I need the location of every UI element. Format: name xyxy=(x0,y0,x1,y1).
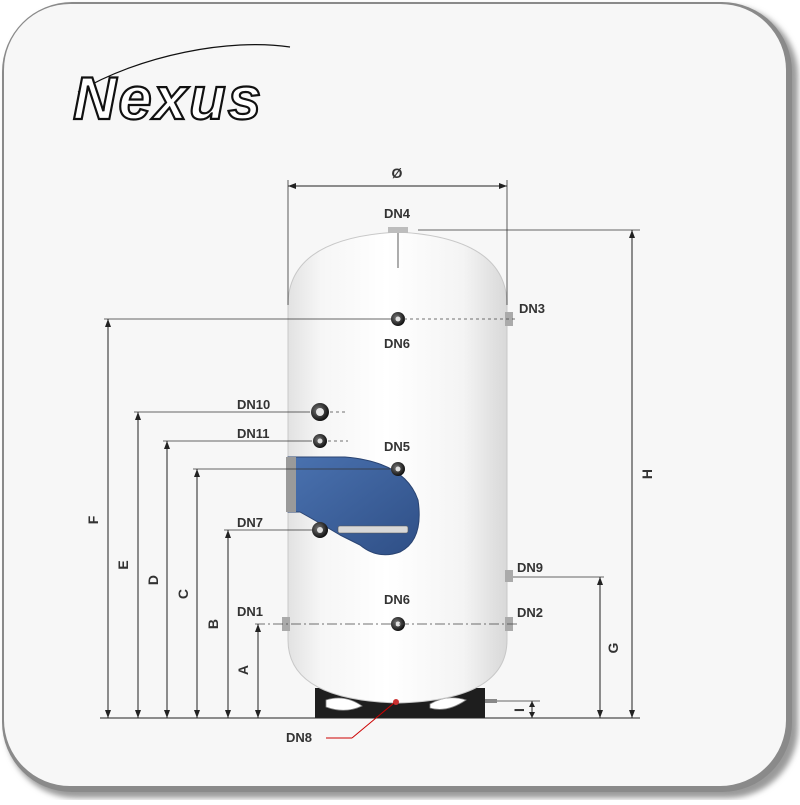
g-dimension: G xyxy=(513,576,621,718)
b-dimension: B xyxy=(205,529,312,718)
g-label: G xyxy=(605,642,621,653)
dn4-connector xyxy=(388,227,408,233)
nexus-logo: Nexus xyxy=(72,44,291,133)
dn8-leader xyxy=(351,702,395,739)
e-dimension: E xyxy=(115,411,310,718)
i-dimension: I xyxy=(497,700,540,718)
d-dimension: D xyxy=(145,440,312,718)
dn2-label: DN2 xyxy=(517,605,543,620)
dn10-label: DN10 xyxy=(237,397,270,412)
dn9-label: DN9 xyxy=(517,560,543,575)
c-label: C xyxy=(175,589,191,599)
dn6-top-label: DN6 xyxy=(384,336,410,351)
a-dimension: A xyxy=(235,624,261,718)
h-label: H xyxy=(639,469,655,479)
diameter-label: Ø xyxy=(392,165,403,181)
svg-text:Nexus: Nexus xyxy=(73,65,263,132)
dn1-label: DN1 xyxy=(237,604,263,619)
dn3-label: DN3 xyxy=(519,301,545,316)
dn8-label: DN8 xyxy=(286,730,312,745)
d-label: D xyxy=(145,575,161,585)
dn9-connector xyxy=(505,570,513,582)
i-label: I xyxy=(511,708,527,712)
b-label: B xyxy=(205,619,221,629)
dn4-label: DN4 xyxy=(384,206,411,221)
dn7-label: DN7 xyxy=(237,515,263,530)
dn11-label: DN11 xyxy=(237,426,270,441)
c-dimension: C xyxy=(175,468,390,718)
a-label: A xyxy=(235,665,251,675)
dn6-bottom-label: DN6 xyxy=(384,592,410,607)
h-dimension: H xyxy=(418,229,655,718)
f-label: F xyxy=(85,515,101,524)
dn8-port xyxy=(393,699,399,705)
dn5-label: DN5 xyxy=(384,439,410,454)
diameter-dimension: Ø xyxy=(287,165,508,305)
e-label: E xyxy=(115,560,131,569)
f-dimension: F xyxy=(85,318,392,718)
